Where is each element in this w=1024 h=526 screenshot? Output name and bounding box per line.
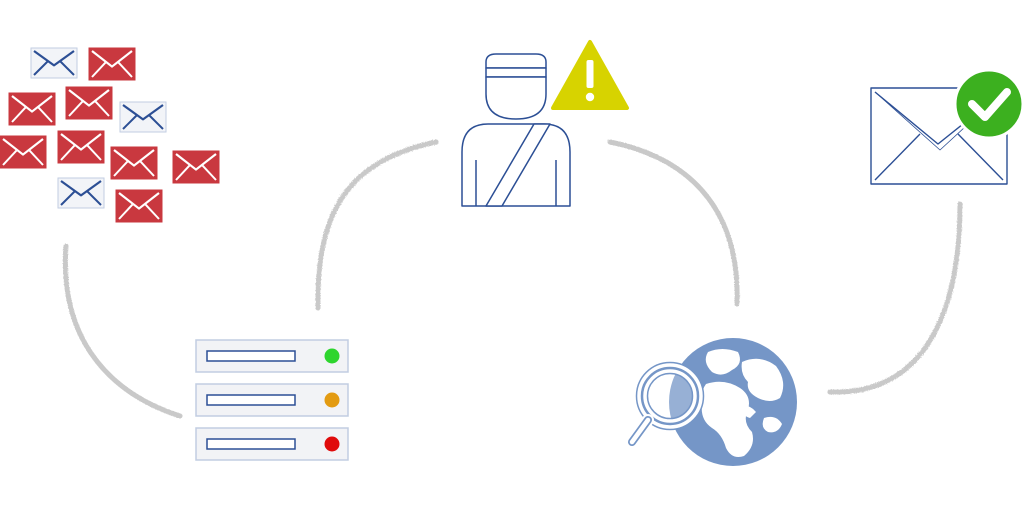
red-envelope-icon	[65, 86, 113, 120]
red-envelope-icon	[115, 189, 163, 223]
server-unit	[195, 339, 349, 373]
connector-server-to-inspector	[315, 139, 439, 311]
red-envelope-icon	[110, 146, 158, 180]
white-envelope-icon	[119, 101, 167, 133]
connector-globe-to-delivered	[827, 201, 963, 395]
connector-lines	[62, 139, 963, 419]
envelope-check-icon	[870, 68, 1024, 185]
white-envelope-icon	[57, 177, 105, 209]
status-light-orange	[324, 392, 340, 408]
envelope-cluster-icon	[0, 47, 220, 223]
status-light-red	[324, 436, 340, 452]
connector-incoming-to-server	[62, 243, 183, 419]
check-badge-icon	[953, 68, 1024, 140]
server-rack-icon	[195, 339, 349, 461]
red-envelope-icon	[57, 130, 105, 164]
server-unit	[195, 383, 349, 417]
connector-inspector-to-globe	[607, 139, 740, 307]
inspector-cap	[485, 53, 547, 69]
inspector-person-icon	[461, 53, 571, 207]
white-envelope-icon	[30, 47, 78, 79]
red-envelope-icon	[0, 135, 47, 169]
globe-continents	[701, 349, 784, 457]
red-envelope-icon	[172, 150, 220, 184]
inspector-sash	[485, 123, 551, 207]
inspector-cap-band	[485, 67, 547, 78]
status-light-green	[324, 348, 340, 364]
globe-magnifier-icon	[626, 338, 797, 466]
warning-triangle-icon	[551, 40, 629, 110]
red-envelope-icon	[88, 47, 136, 81]
inspector-head	[485, 76, 547, 120]
red-envelope-icon	[8, 92, 56, 126]
server-unit	[195, 427, 349, 461]
